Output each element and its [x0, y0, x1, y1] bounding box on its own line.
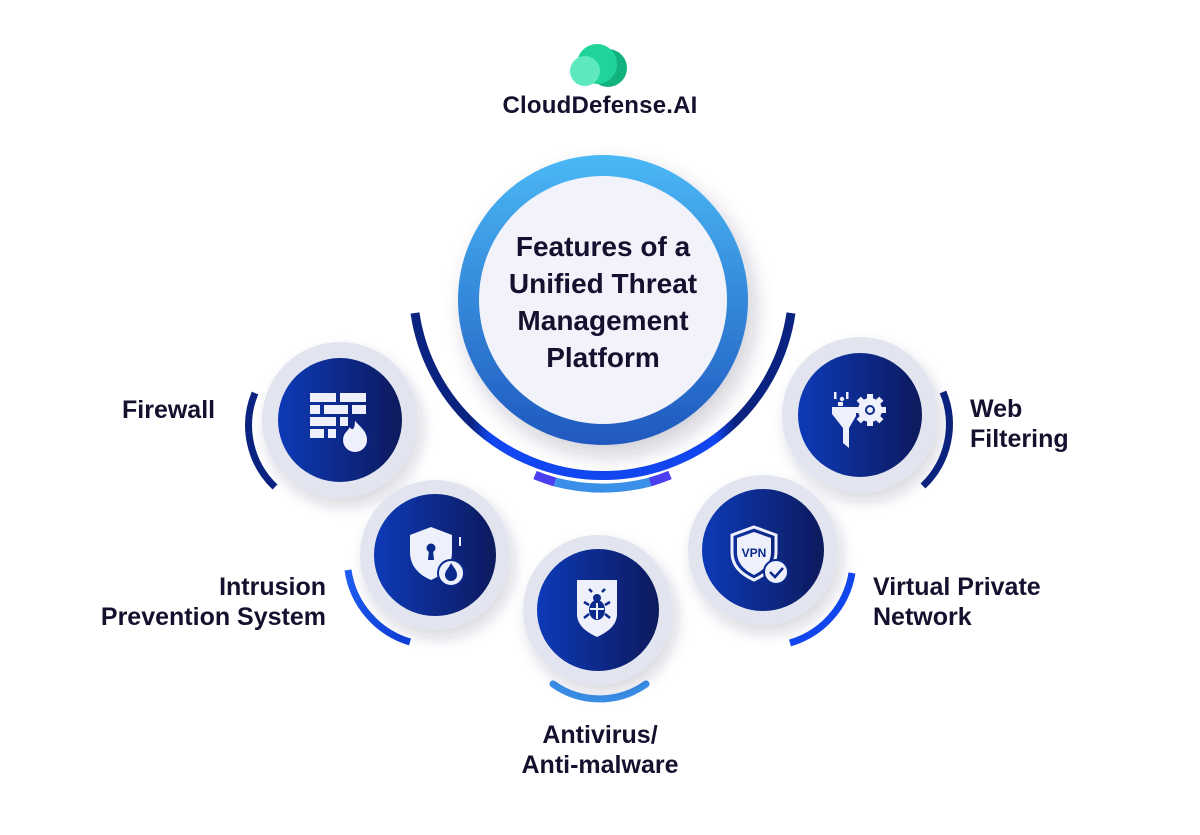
- antivirus-label-line: Antivirus/: [542, 721, 658, 749]
- bug-shield-icon: [577, 580, 617, 637]
- firewall-label: Firewall: [122, 395, 215, 425]
- intrusion-prevention-label: Intrusion Prevention System: [40, 572, 326, 632]
- vpn-label: Virtual Private Network: [873, 572, 1041, 632]
- antivirus-label: Antivirus/ Anti-malware: [480, 720, 720, 780]
- vpn-label-line: Network: [873, 603, 972, 631]
- vpn-arc: [788, 572, 856, 647]
- center-node: [458, 155, 748, 445]
- web-filtering-label-line: Filtering: [970, 425, 1069, 453]
- web-filtering-arc: [920, 390, 953, 489]
- firewall-arc: [245, 391, 278, 490]
- center-title-line: Platform: [546, 342, 660, 373]
- vpn-shield-icon: VPN: [730, 525, 789, 585]
- vpn-icon-text: VPN: [742, 546, 767, 560]
- center-title-line: Unified Threat: [508, 268, 698, 299]
- cloud-icon: [570, 44, 627, 87]
- shield-keyhole-fire-icon: [410, 527, 465, 587]
- vpn-label-line: Virtual Private: [873, 573, 1041, 601]
- web-filtering-label-line: Web: [970, 395, 1023, 423]
- center-arc-highlight-left: [533, 470, 557, 487]
- center-arc-highlight-mid: [553, 477, 652, 493]
- antivirus-arc: [549, 680, 650, 703]
- center-arc: [410, 312, 796, 481]
- antivirus-label-line: Anti-malware: [521, 751, 679, 779]
- center-title-line: Management: [517, 305, 689, 336]
- firewall-icon: [310, 393, 370, 454]
- web-filtering-label: Web Filtering: [970, 394, 1069, 454]
- intrusion-prevention-label-line: Intrusion: [219, 573, 326, 601]
- center-arc-highlight-right: [648, 470, 672, 487]
- center-title: Features of a Unified Threat Management …: [483, 228, 723, 376]
- firewall-label-line: Firewall: [122, 396, 216, 424]
- intrusion-prevention-label-line: Prevention System: [100, 603, 326, 631]
- brand-name: CloudDefense.AI: [502, 92, 698, 119]
- center-title-line: Features of a: [515, 231, 691, 262]
- intrusion-prevention-arc: [344, 569, 412, 646]
